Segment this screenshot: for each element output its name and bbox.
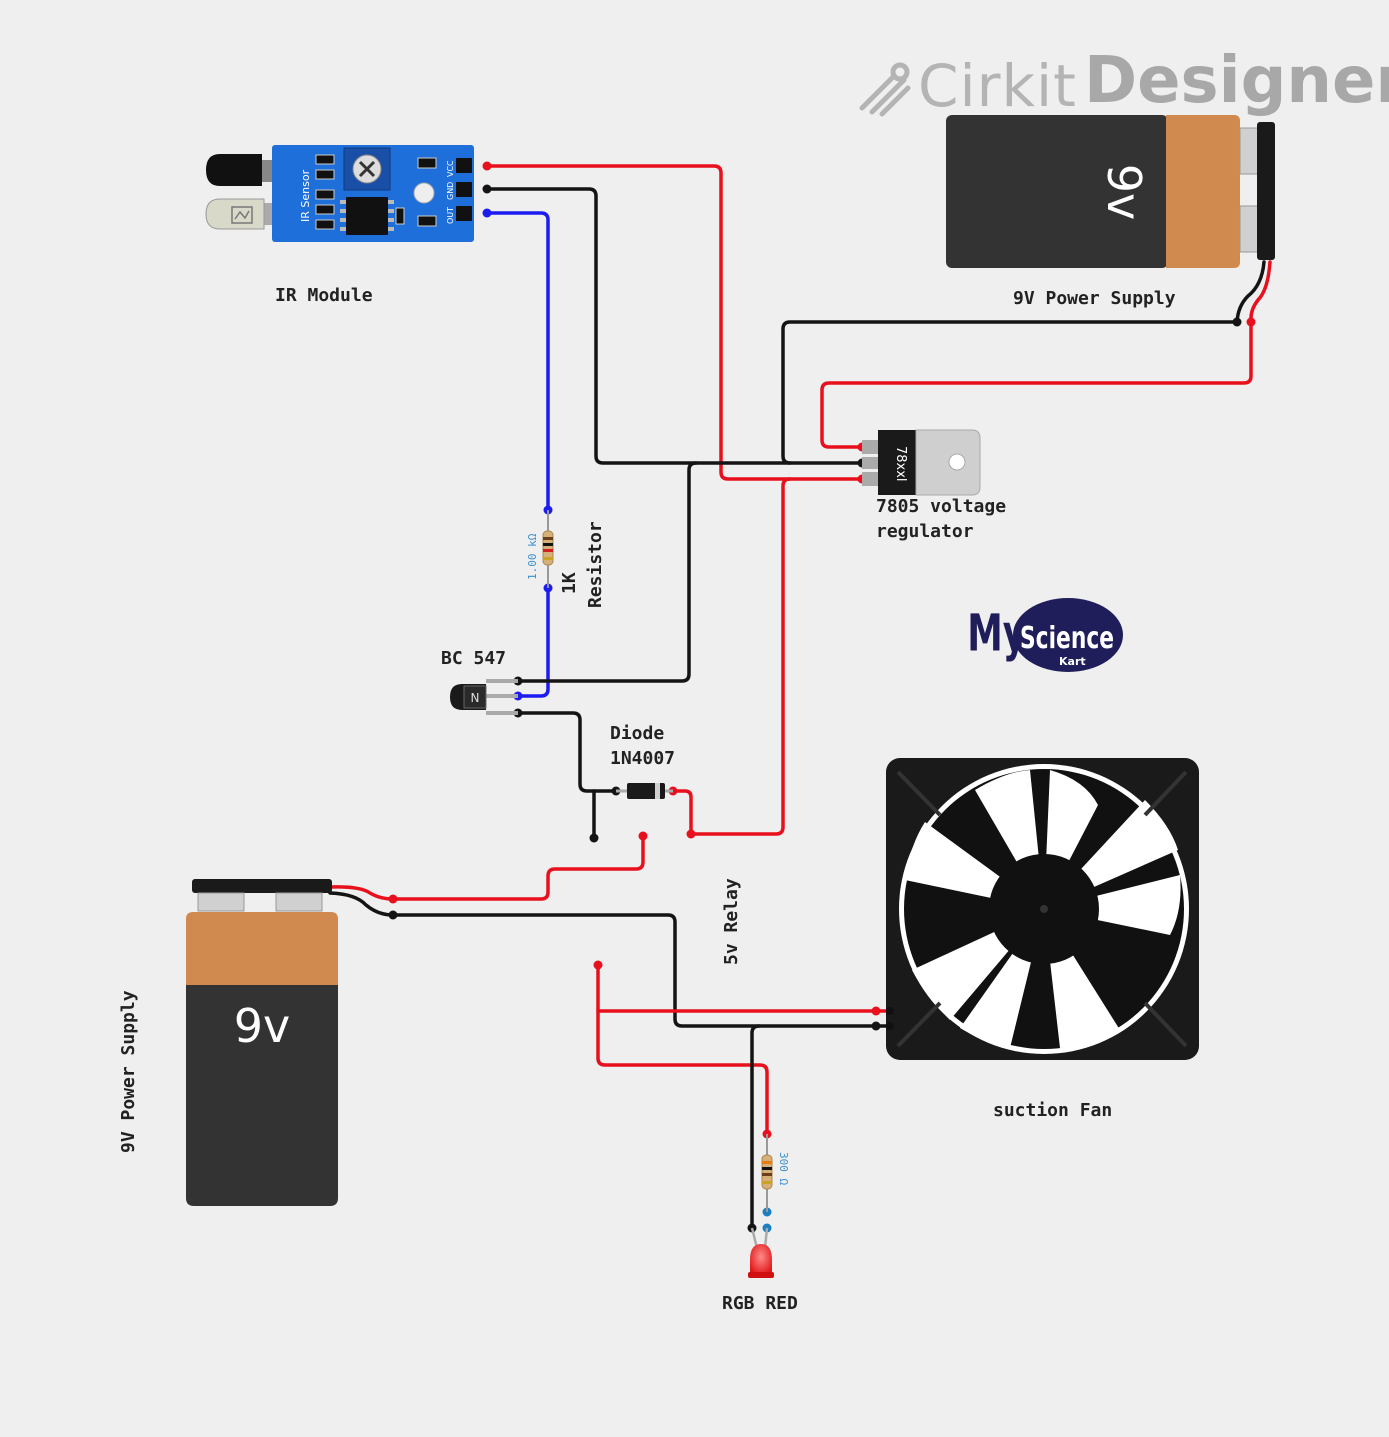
battery-top-face-text: 9v [1097,164,1151,221]
wire-battery-bottom-lead-black [328,891,395,917]
wire-battery-top-lead-black [1235,260,1266,324]
logo-my: My [967,604,1026,663]
label-ir-module: IR Module [275,285,373,306]
wire-transistor-collector[interactable] [516,711,618,793]
ir-board-text: IR Sensor [299,169,312,222]
wire-led-gnd[interactable] [750,1024,761,1230]
wire-ir-gnd[interactable] [485,187,864,465]
battery-bottom[interactable]: 9v [186,879,338,1206]
battery-bottom-face-text: 9v [234,999,291,1053]
wire-battery-top-lead-red [1249,260,1272,324]
voltage-regulator[interactable]: 78xxl [862,429,981,496]
resistor-1k[interactable]: 1.00 kΩ [526,510,554,588]
cirkit-logo-icon [859,62,911,117]
myscience-kart-logo: My Science Kart [967,598,1123,672]
logo-kart: Kart [1059,655,1086,668]
label-battery-bottom: 9V Power Supply [118,990,139,1153]
wire-ir-vcc[interactable] [485,164,864,481]
battery-top-clip [1257,122,1275,260]
label-regulator-line1: 7805 voltage [876,496,1007,517]
battery-top-body [946,115,1168,268]
label-diode-line1: Diode [610,723,665,744]
ir-emitter-led [206,154,262,186]
brand-cirkit: Cirkit [918,52,1077,120]
wire-ir-out[interactable] [485,211,550,512]
resistor-1k-value: 1.00 kΩ [526,533,539,580]
label-regulator-line2: regulator [876,521,974,542]
wire-resistor-base[interactable] [516,586,550,698]
ir-pin-vcc: VCC [446,160,455,177]
label-resistor-1k-line2: Resistor [585,521,606,608]
battery-bottom-body [186,985,338,1206]
diode-1n4007[interactable] [616,783,673,799]
wire-transistor-emitter[interactable] [516,461,698,683]
ir-pin-gnd: GND [446,182,455,200]
ir-receiver-led [205,198,265,230]
svg-text:N: N [471,691,480,705]
label-transistor: BC 547 [441,648,507,669]
led-bulb [750,1244,772,1276]
regulator-body-text: 78xxl [893,446,908,482]
logo-science: Science [1020,621,1114,656]
suction-fan[interactable] [886,758,1199,1060]
ir-module[interactable]: IR Sensor VCC GND OUT [205,145,474,242]
wires [328,164,1272,1230]
wire-diode-cathode[interactable] [671,477,792,836]
brand-designer: Designer [1084,44,1389,118]
wire-battery-bottom-gnd[interactable] [391,913,892,1028]
wire-battery-top-pos[interactable] [820,320,1253,449]
battery-top-cap [1166,115,1240,268]
battery-bottom-clip [192,879,332,893]
wire-battery-bottom-pos[interactable] [391,834,645,901]
label-fan: suction Fan [993,1100,1113,1121]
label-diode-line2: 1N4007 [610,748,676,769]
regulator-heatsink [915,429,981,496]
regulator-body [878,430,916,495]
label-relay: 5v Relay [721,878,742,965]
resistor-300-value: 300 Ω [777,1152,790,1185]
resistor-300[interactable]: 300 Ω [761,1134,790,1212]
wire-battery-top-gnd[interactable] [781,320,1239,465]
label-battery-top: 9V Power Supply [1013,288,1176,309]
wire-battery-bottom-lead-red [328,885,395,901]
label-resistor-1k-line1: 1K [559,572,580,594]
wire-relay-no-led[interactable] [596,1009,769,1136]
label-led: RGB RED [722,1293,798,1314]
battery-bottom-cap [186,912,338,985]
wire-relay-no-fan[interactable] [596,963,892,1013]
led-red[interactable] [748,1227,774,1278]
diode-band [655,783,660,799]
battery-top[interactable]: 9v [946,115,1275,268]
ir-pin-out: OUT [446,207,455,224]
transistor-bc547[interactable]: N [450,679,518,715]
